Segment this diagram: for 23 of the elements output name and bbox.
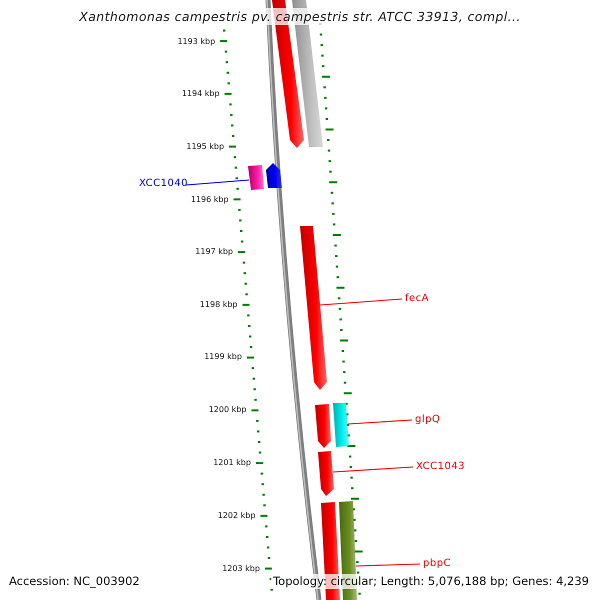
gene-label: XCC1040 [139,178,188,190]
kbp-tick-label: 1193 kbp [176,37,216,47]
leader-line [320,298,402,306]
kbp-tick-label: 1194 kbp [180,89,220,99]
kbp-tick-label: 1201 kbp [212,458,251,468]
leader-line [186,180,250,186]
gene-label: fecA [405,293,430,305]
kbp-tick-label: 1203 kbp [221,564,260,574]
gene-label: glpQ [415,414,440,426]
kbp-tick-label: 1200 kbp [208,405,246,415]
leader-line [356,564,420,566]
kbp-tick-label: 1202 kbp [216,511,256,521]
kbp-tick-label: 1196 kbp [190,195,229,205]
kbp-tick-label: 1195 kbp [185,142,224,152]
gene-label: pbpC [423,558,452,570]
leader-line [348,420,412,424]
genome-summary-text: Topology: circular; Length: 5,076,188 bp; Genes: 4,239 [271,574,591,589]
leader-line [332,466,414,472]
accession-text: Accession: NC_003902 [7,574,142,589]
kbp-tick-label: 1197 kbp [194,247,233,257]
gene-label: XCC1043 [416,461,466,473]
kbp-tick-label: 1199 kbp [203,352,242,362]
kbp-tick-label: 1198 kbp [198,300,238,310]
